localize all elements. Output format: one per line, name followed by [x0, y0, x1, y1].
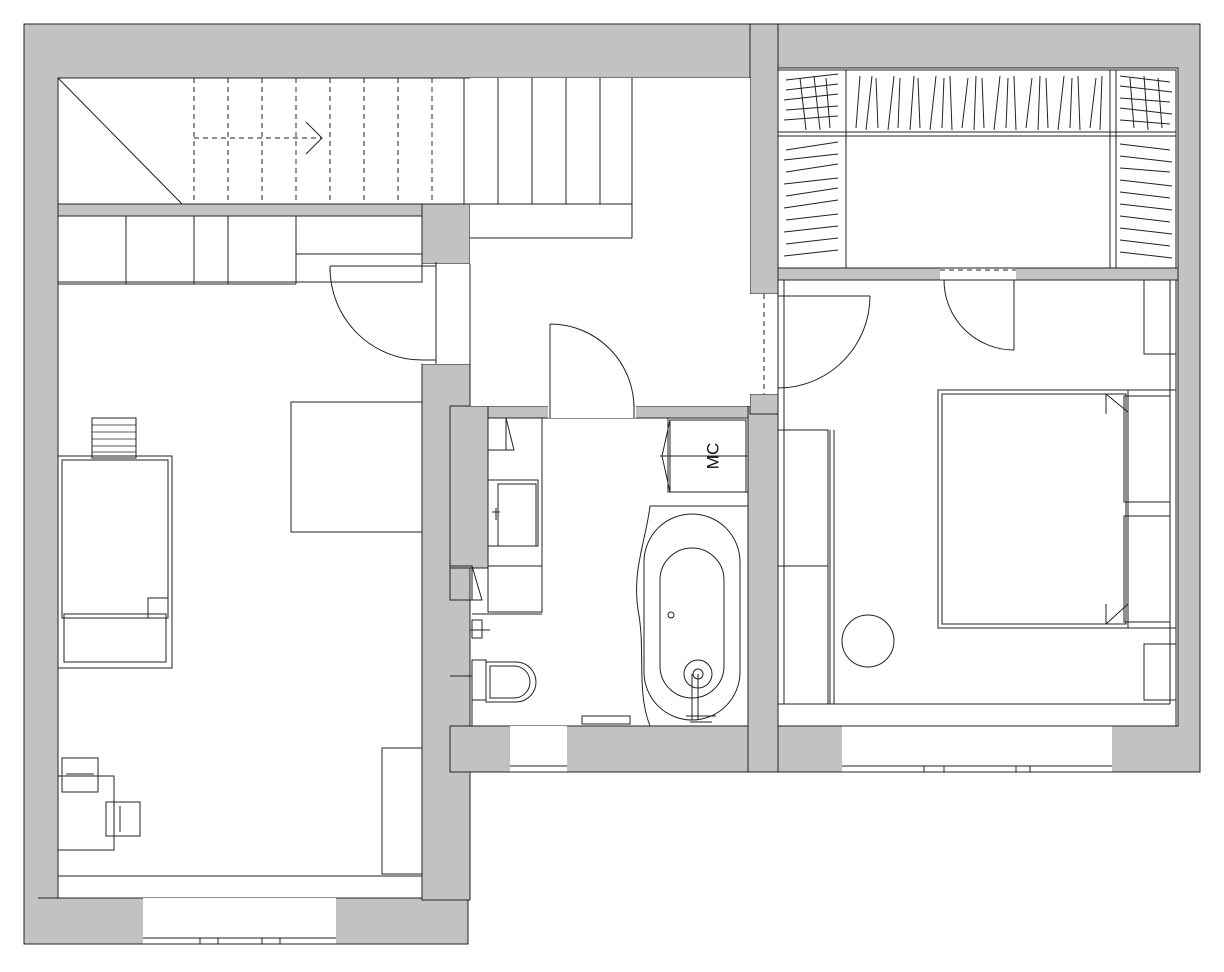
pillow-bottom: [1123, 515, 1171, 623]
door-swing-bath: [549, 323, 635, 409]
sink: [497, 483, 537, 547]
window-bedroom-right: [842, 726, 1112, 772]
towel-rail: [581, 715, 631, 725]
staircase: [57, 77, 633, 239]
hanging-clothes-left: [783, 73, 839, 257]
wall-bath-niche: [449, 405, 489, 569]
door-opening-wardrobe: [940, 268, 1016, 280]
wall-stair-partition: [57, 203, 471, 217]
chair: [91, 417, 137, 459]
hanging-clothes-right: [1119, 75, 1173, 259]
wall-pillar-upper: [421, 203, 471, 265]
small-table: [57, 775, 115, 851]
stool: [105, 801, 141, 837]
bedside-table-bottom: [1143, 643, 1177, 701]
stair-direction-arrow: [305, 121, 323, 155]
shower-cabin-label: MC: [703, 443, 722, 469]
bathtub-drain: [667, 611, 675, 619]
door-swing-left: [329, 267, 423, 361]
dresser: [777, 429, 829, 705]
door-swing-right: [777, 295, 871, 389]
hall: [469, 264, 635, 418]
bathtub-surround: [636, 505, 749, 727]
window-bedroom-left: [143, 898, 336, 944]
wall-bath-east: [747, 405, 779, 773]
bedside-table-top: [1143, 279, 1177, 355]
bed-single: [57, 455, 173, 669]
round-table: [841, 614, 895, 668]
bookshelf: [381, 747, 423, 875]
door-opening-left: [422, 264, 470, 364]
desk: [290, 401, 423, 533]
stool: [61, 757, 99, 793]
door-opening-bath: [548, 406, 636, 418]
window-frames: [38, 765, 1112, 945]
pillow-top: [1123, 395, 1171, 503]
toilet-tank: [471, 659, 487, 701]
walls: [23, 23, 1201, 945]
left-room: [57, 215, 437, 877]
wall-bath-south: [449, 725, 751, 773]
wall-right-west-lower: [749, 393, 779, 415]
hanging-clothes-top: [855, 75, 1103, 131]
window-bath: [510, 726, 567, 772]
bed-double: [937, 389, 1129, 629]
hall-area: [470, 78, 750, 406]
toilet-bowl: [485, 661, 537, 703]
wardrobe: [777, 69, 1177, 351]
wall-right-west-upper: [749, 23, 779, 295]
door-swing-wardrobe: [943, 279, 1015, 351]
right-room: [763, 279, 1177, 727]
bathroom: MC: [449, 417, 749, 727]
